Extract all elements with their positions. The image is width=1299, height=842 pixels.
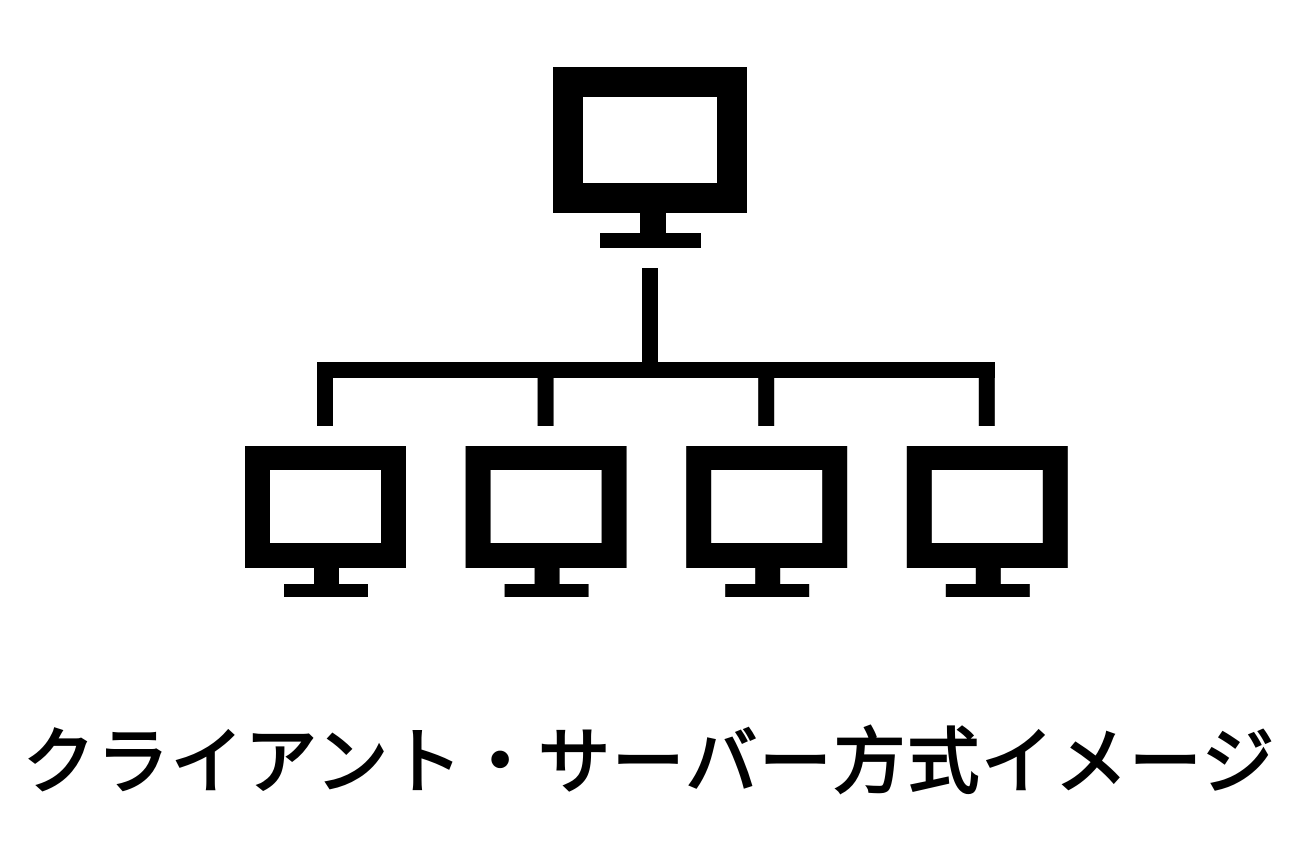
drop-line: [758, 376, 775, 426]
bus-line: [317, 362, 995, 378]
client-monitor-icon: [245, 376, 406, 597]
server-monitor-icon: [553, 67, 747, 248]
trunk-line: [642, 268, 658, 364]
diagram-caption: クライアント・サーバー方式イメージ: [23, 720, 1276, 804]
client-monitor-icon: [906, 376, 1068, 597]
drop-line: [978, 376, 995, 426]
drop-line: [537, 376, 554, 426]
client-monitor-icon: [465, 376, 627, 597]
connector-lines: [317, 268, 995, 378]
drop-line: [317, 376, 333, 426]
client-monitor-icon: [686, 376, 848, 597]
